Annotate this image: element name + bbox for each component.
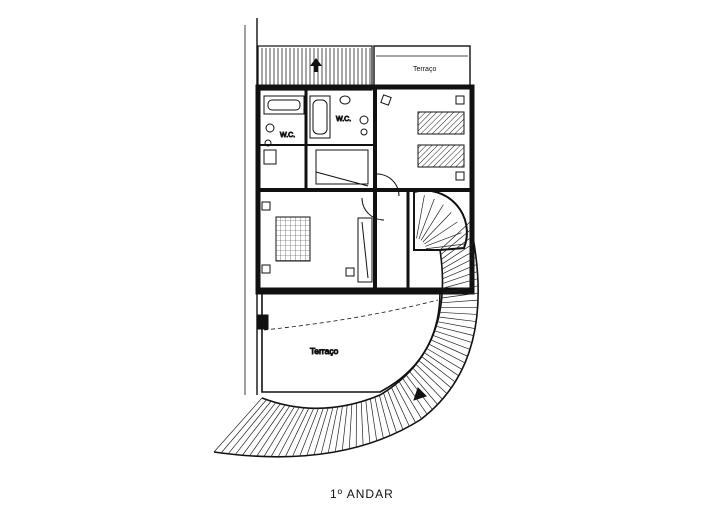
wc-right-label: W.C. xyxy=(336,116,351,123)
curved-staircase xyxy=(213,221,479,458)
top-terrace: Terraço xyxy=(373,45,471,87)
top-deck xyxy=(257,45,373,91)
bathroom-right: W.C. xyxy=(309,95,369,139)
plan-caption: 1º ANDAR xyxy=(330,487,394,501)
terrace-top-label: Terraço xyxy=(413,66,436,73)
north-arrow-icon xyxy=(310,58,322,66)
bedroom-bottom-left xyxy=(261,201,373,283)
wc-left-label: W.C. xyxy=(280,132,295,139)
bathroom-left: W.C. xyxy=(263,95,305,165)
entry-arrow-icon xyxy=(413,387,427,401)
terrace-bottom: Terraço xyxy=(257,291,441,393)
hall xyxy=(315,149,400,221)
terrace-bottom-label: Terraço xyxy=(310,346,339,356)
bedroom-top-right xyxy=(380,94,465,181)
spiral-stair xyxy=(413,189,468,251)
